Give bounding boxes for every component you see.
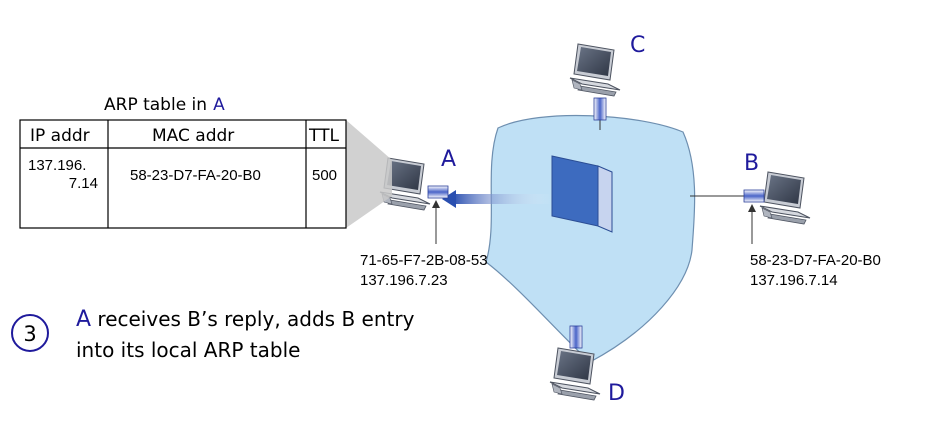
table-callout	[346, 120, 392, 228]
arp-header-mac: MAC addr	[152, 126, 234, 146]
arp-row-ip-2: 7.14	[69, 175, 98, 192]
arp-row-ip-1: 137.196.	[28, 157, 86, 174]
host-b	[743, 171, 811, 244]
arp-header-ip: IP addr	[30, 126, 90, 146]
host-c-label: C	[630, 33, 645, 58]
step-badge: 3	[11, 314, 49, 352]
arp-row-ttl: 500	[312, 167, 337, 184]
host-c-cable	[593, 97, 607, 121]
host-a	[379, 157, 449, 244]
arp-header-ttl: TTL	[308, 126, 339, 146]
host-d	[549, 325, 601, 401]
network-cloud	[485, 114, 696, 363]
host-b-label: B	[744, 151, 759, 176]
host-a-cable	[427, 185, 449, 199]
host-a-label: A	[441, 147, 456, 172]
arp-table: IP addr MAC addr TTL 137.196. 7.14 58-23…	[19, 119, 347, 229]
host-d-label: D	[608, 381, 625, 406]
host-b-ip: 137.196.7.14	[750, 272, 838, 289]
arp-row-mac: 58-23-D7-FA-20-B0	[130, 167, 261, 184]
host-a-mac: 71-65-F7-2B-08-53	[360, 252, 488, 269]
arrow-icon	[442, 190, 552, 208]
host-b-mac: 58-23-D7-FA-20-B0	[750, 252, 881, 269]
host-c	[569, 43, 621, 121]
host-b-cable	[743, 189, 765, 203]
host-a-ip: 137.196.7.23	[360, 272, 448, 289]
step-text-line1: A receives B’s reply, adds B entry	[76, 307, 415, 332]
step-number: 3	[23, 322, 36, 346]
step-text-line2: into its local ARP table	[76, 338, 300, 362]
host-d-cable	[569, 325, 583, 349]
